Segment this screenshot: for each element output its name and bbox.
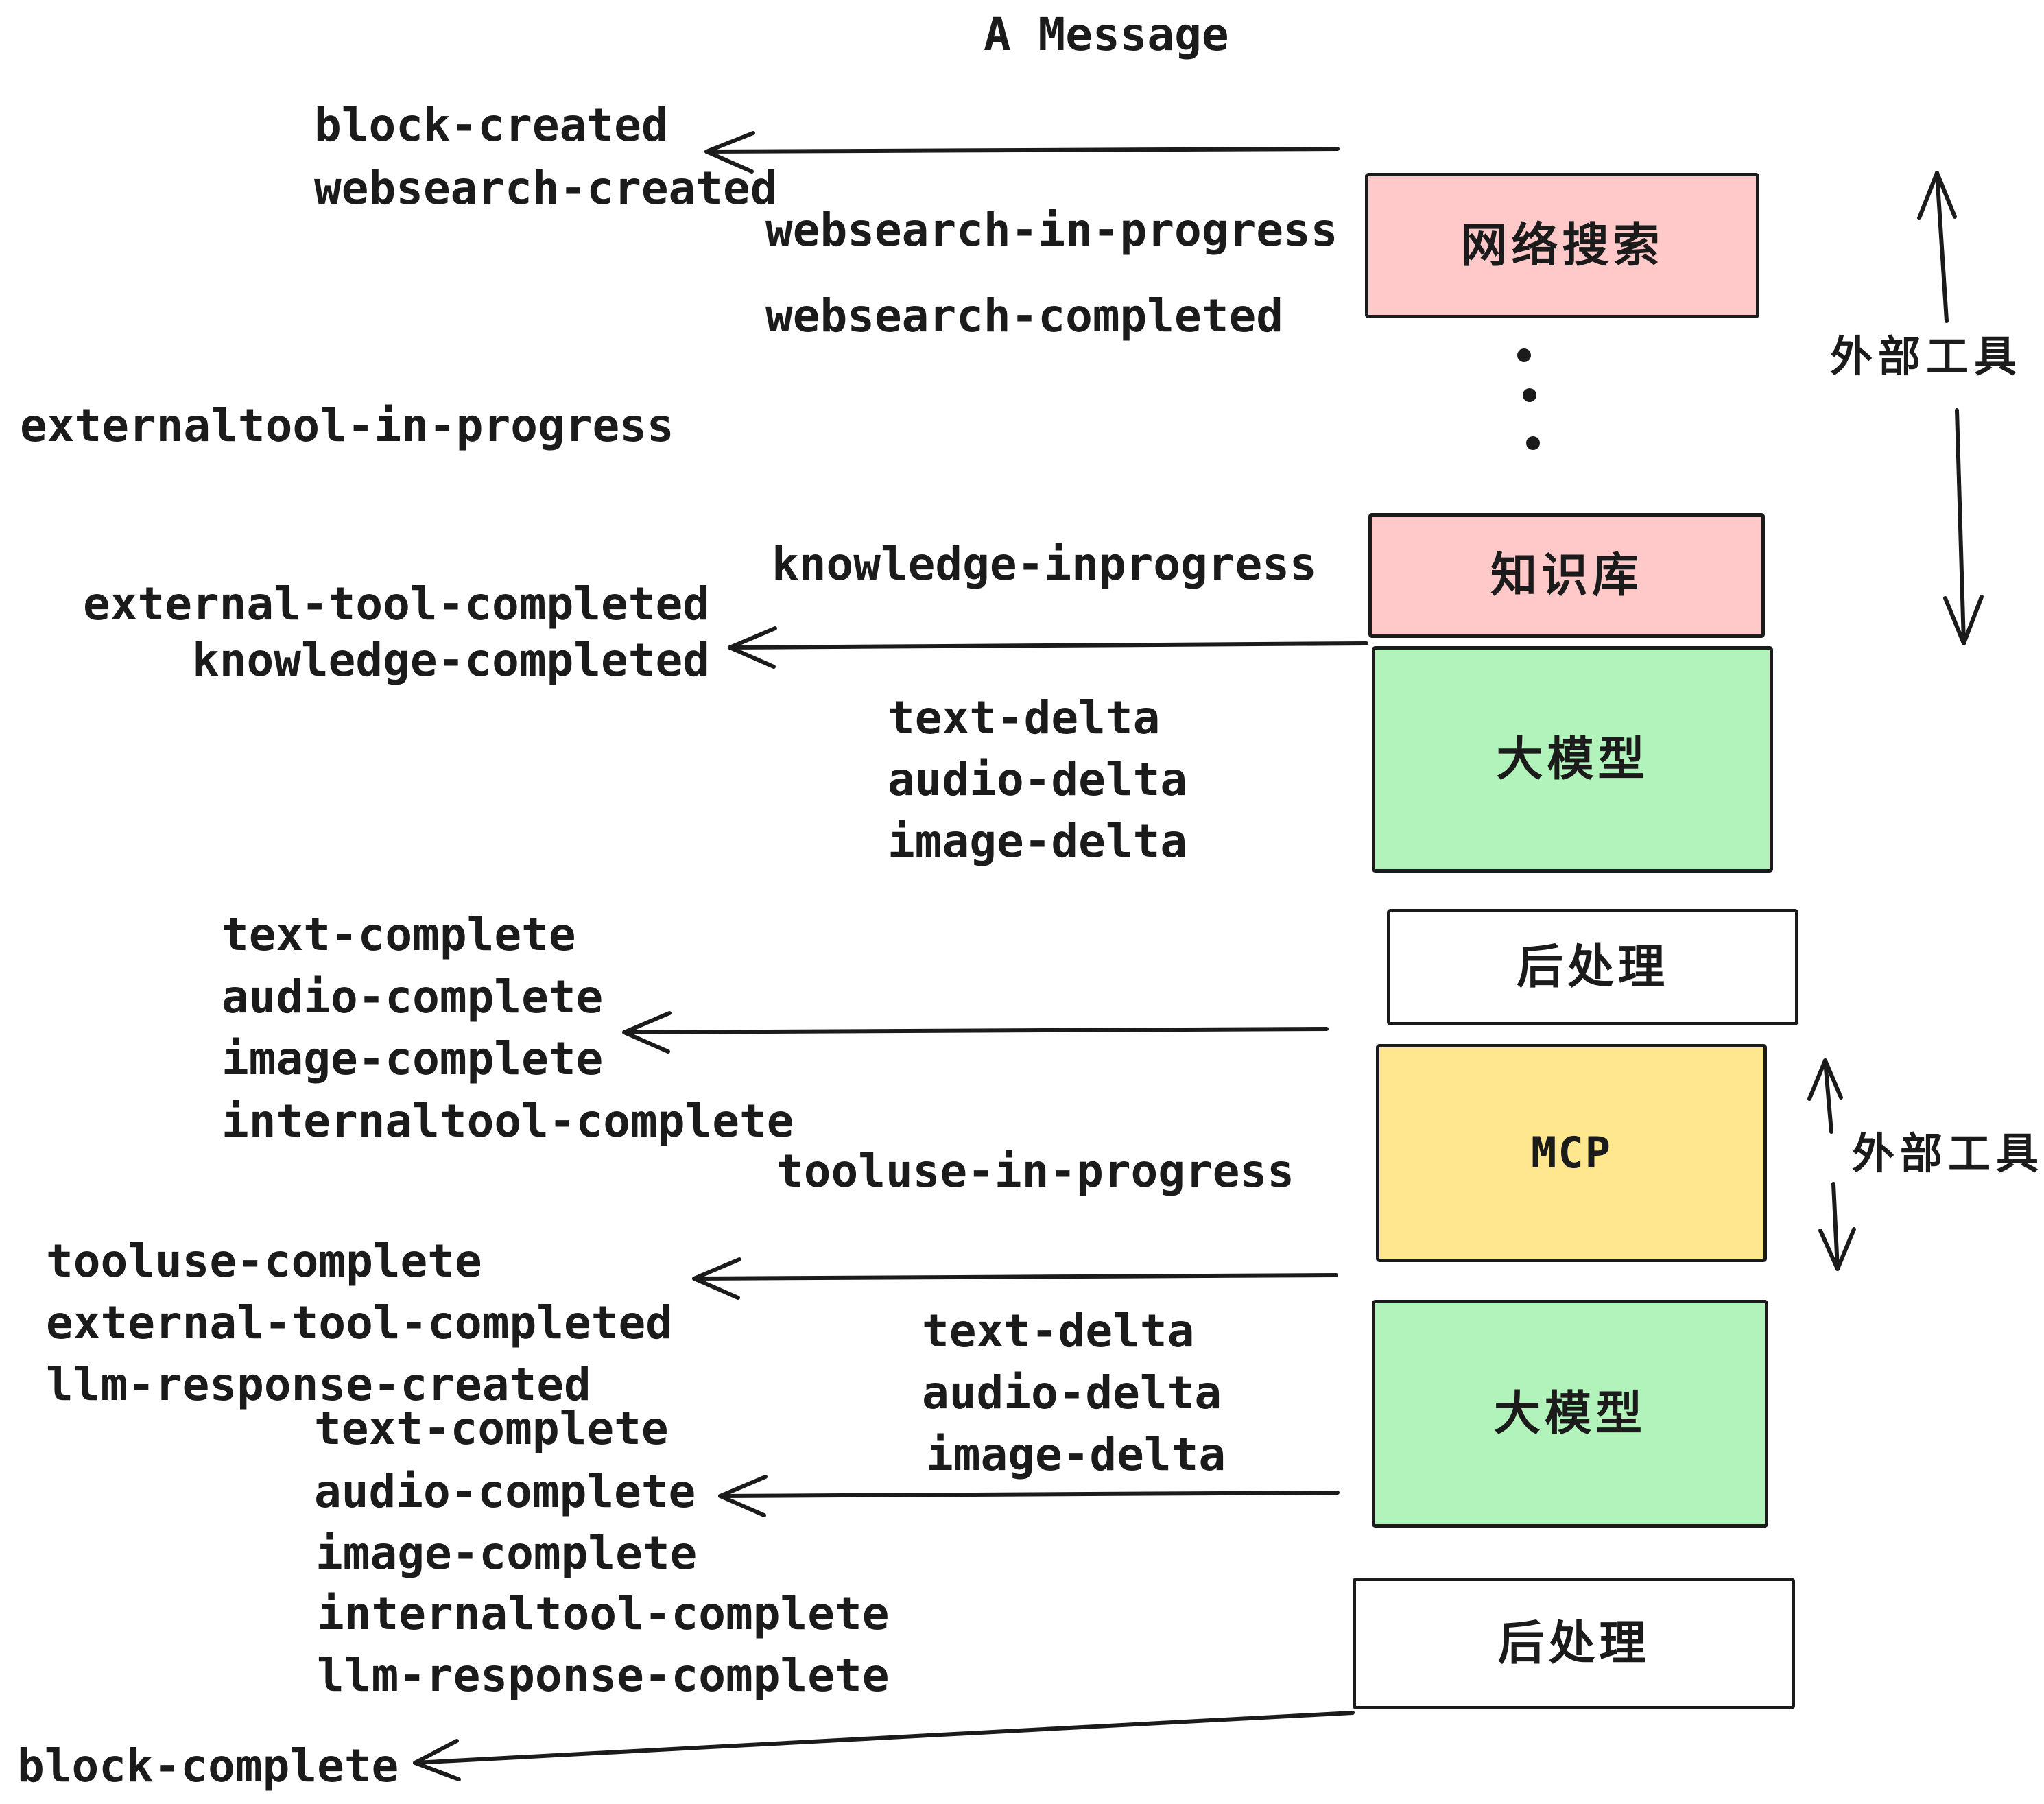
event-label-externaltool-in-progress: externaltool-in-progress bbox=[20, 399, 674, 452]
event-label-text-delta-2: text-delta bbox=[922, 1305, 1195, 1357]
event-label-knowledge-completed: knowledge-completed bbox=[192, 634, 710, 687]
event-label-text-complete-2: text-complete bbox=[314, 1402, 669, 1455]
event-label-internaltool-complete-1: internaltool-complete bbox=[222, 1095, 794, 1148]
event-label-block-created: block-created bbox=[314, 99, 669, 152]
event-label-block-complete: block-complete bbox=[17, 1740, 399, 1792]
node-knowledge: 知识库 bbox=[1368, 513, 1765, 638]
event-label-image-delta-2: image-delta bbox=[926, 1428, 1226, 1481]
node-llm-2-label: 大模型 bbox=[1493, 1388, 1646, 1440]
event-label-tooluse-complete: tooluse-complete bbox=[46, 1235, 482, 1287]
event-label-llm-response-created: llm-response-created bbox=[46, 1358, 591, 1411]
event-label-external-tool-completed-2: external-tool-completed bbox=[46, 1296, 673, 1349]
event-label-image-complete-2: image-complete bbox=[316, 1527, 698, 1580]
page-title: A Message bbox=[984, 8, 1229, 61]
external-tools-top-up-arrow-icon bbox=[1917, 171, 1957, 323]
node-post-2-label: 后处理 bbox=[1497, 1617, 1650, 1670]
event-label-websearch-created: websearch-created bbox=[314, 162, 778, 215]
node-post-2: 后处理 bbox=[1353, 1578, 1795, 1709]
event-label-audio-complete-2: audio-complete bbox=[314, 1465, 696, 1518]
event-label-text-delta-1: text-delta bbox=[888, 691, 1161, 744]
vertical-ellipsis-dots-icon bbox=[1517, 348, 1540, 450]
event-label-websearch-in-progress: websearch-in-progress bbox=[765, 204, 1338, 257]
node-post-1: 后处理 bbox=[1387, 909, 1798, 1025]
event-label-tooluse-in-progress: tooluse-in-progress bbox=[776, 1145, 1294, 1198]
node-knowledge-label: 知识库 bbox=[1490, 549, 1643, 602]
arrow-to-knowledge-completed-icon bbox=[728, 626, 1368, 669]
side-label-external-tools-bottom: 外部工具 bbox=[1852, 1130, 2044, 1178]
event-label-internaltool-complete-2: internaltool-complete bbox=[317, 1587, 890, 1640]
event-label-audio-delta-1: audio-delta bbox=[888, 753, 1188, 806]
node-llm-1: 大模型 bbox=[1372, 646, 1773, 873]
event-label-text-complete-1: text-complete bbox=[222, 908, 576, 961]
arrow-to-image-complete-icon bbox=[622, 1011, 1329, 1054]
node-websearch-label: 网络搜索 bbox=[1460, 219, 1664, 272]
event-label-audio-delta-2: audio-delta bbox=[922, 1366, 1222, 1419]
arrow-to-block-complete-icon bbox=[413, 1711, 1355, 1781]
arrow-to-websearch-created-icon bbox=[704, 131, 1340, 174]
node-post-1-label: 后处理 bbox=[1516, 941, 1669, 993]
node-websearch: 网络搜索 bbox=[1365, 173, 1759, 318]
side-label-external-tools-top: 外部工具 bbox=[1830, 333, 2023, 381]
event-label-knowledge-inprogress: knowledge-inprogress bbox=[772, 538, 1317, 591]
arrow-to-audio-complete-icon bbox=[718, 1475, 1340, 1517]
node-llm-2: 大模型 bbox=[1372, 1300, 1768, 1528]
event-label-llm-response-complete: llm-response-complete bbox=[317, 1649, 890, 1702]
external-tools-bottom-down-arrow-icon bbox=[1818, 1182, 1856, 1271]
event-label-image-complete-1: image-complete bbox=[222, 1032, 604, 1085]
event-label-image-delta-1: image-delta bbox=[888, 815, 1188, 868]
node-mcp: MCP bbox=[1376, 1044, 1767, 1262]
event-label-audio-complete-1: audio-complete bbox=[222, 971, 604, 1023]
node-mcp-label: MCP bbox=[1531, 1128, 1612, 1178]
node-llm-1-label: 大模型 bbox=[1496, 733, 1649, 785]
external-tools-top-down-arrow-icon bbox=[1943, 408, 1984, 645]
event-label-external-tool-completed-1: external-tool-completed bbox=[83, 578, 710, 630]
external-tools-bottom-up-arrow-icon bbox=[1807, 1058, 1843, 1134]
arrow-to-external-tool-completed-icon bbox=[692, 1257, 1338, 1300]
event-label-websearch-completed: websearch-completed bbox=[765, 289, 1283, 342]
